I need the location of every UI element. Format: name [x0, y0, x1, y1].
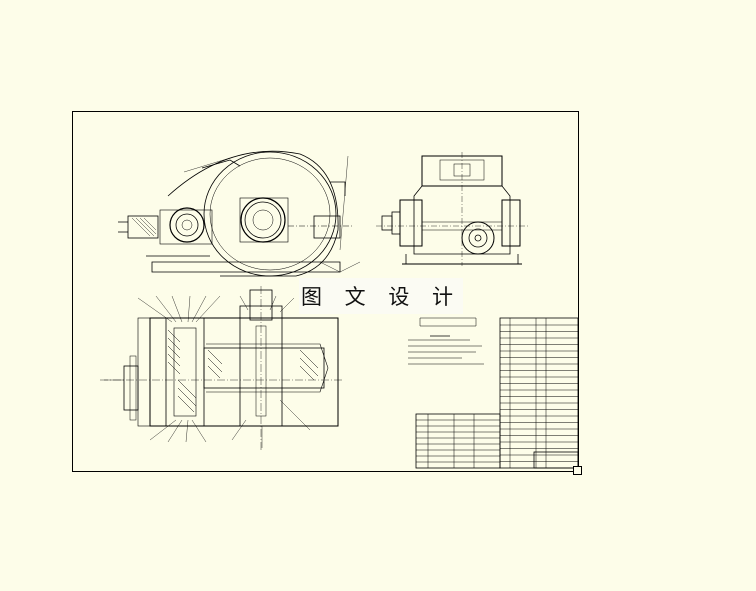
sheet-corner-mark	[573, 466, 582, 475]
drawing-sheet-frame	[72, 111, 579, 472]
top-section-view	[100, 286, 344, 450]
parts-list-table	[415, 317, 579, 469]
side-view	[376, 152, 528, 266]
watermark-label: 图 文 设 计	[299, 278, 463, 314]
technical-notes	[408, 317, 484, 365]
front-view	[118, 150, 361, 277]
